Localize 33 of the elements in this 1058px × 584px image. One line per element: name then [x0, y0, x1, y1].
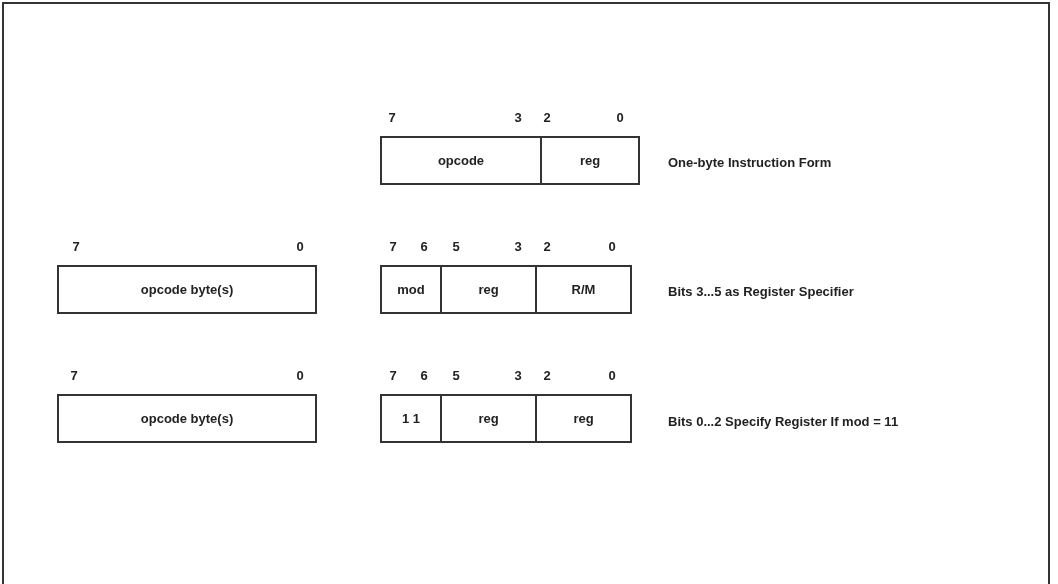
bit-number: 3	[514, 109, 522, 125]
format-description: Bits 3...5 as Register Specifier	[668, 283, 854, 299]
bit-number: 7	[389, 238, 397, 254]
format-description: One-byte Instruction Form	[668, 154, 832, 170]
bit-number: 5	[452, 238, 460, 254]
bit-number: 5	[452, 367, 460, 383]
bit-number: 3	[514, 367, 522, 383]
bit-number: 7	[389, 367, 397, 383]
bit-number: 3	[514, 238, 522, 254]
bit-field: reg	[535, 394, 632, 443]
bit-field: mod	[380, 265, 442, 314]
bit-number: 0	[616, 109, 624, 125]
bit-number: 7	[388, 109, 396, 125]
bit-field: opcode byte(s)	[57, 265, 317, 314]
bit-field: reg	[440, 265, 537, 314]
bit-number: 2	[543, 238, 551, 254]
bit-field: opcode byte(s)	[57, 394, 317, 443]
bit-field: 1 1	[380, 394, 442, 443]
bit-field: R/M	[535, 265, 632, 314]
bit-number: 2	[543, 109, 551, 125]
bit-number: 7	[72, 238, 80, 254]
bit-number: 2	[543, 367, 551, 383]
bit-number: 6	[420, 367, 428, 383]
bit-field: reg	[440, 394, 537, 443]
bit-field: opcode	[380, 136, 542, 185]
format-description: Bits 0...2 Specify Register If mod = 11	[668, 413, 899, 429]
bit-number: 0	[608, 367, 616, 383]
bit-field: reg	[540, 136, 640, 185]
bit-number: 0	[296, 238, 304, 254]
bit-number: 6	[420, 238, 428, 254]
bit-number: 0	[608, 238, 616, 254]
bit-number: 0	[296, 367, 304, 383]
bit-number: 7	[70, 367, 78, 383]
